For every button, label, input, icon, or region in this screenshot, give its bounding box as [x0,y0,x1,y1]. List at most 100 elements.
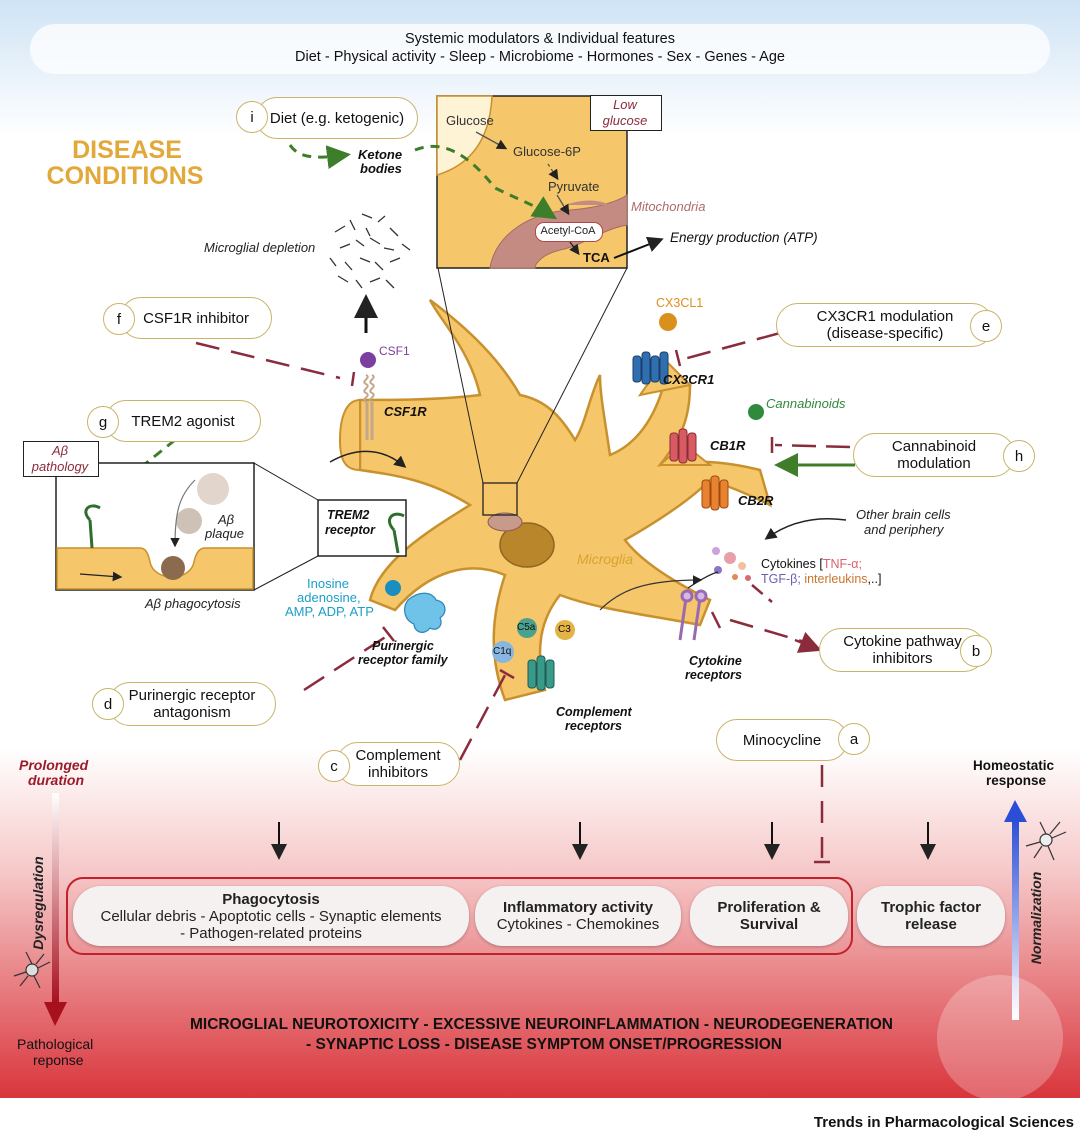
cytokines-prefix: Cytokines [ [761,557,823,571]
journal-footer: Trends in Pharmacological Sciences [813,1114,1074,1131]
letter-b-badge: b [960,635,992,667]
ketone-bodies-label-1: Ketone [358,147,403,162]
letter-h-badge: h [1003,440,1035,472]
inflammatory-line: Cytokines - Chemokines [496,916,660,933]
letter-c-badge: c [318,750,350,782]
intervention-trem2-label: TREM2 agonist [131,412,235,430]
intervention-cannabinoid-modulation: Cannabinoid modulation [853,433,1015,477]
abeta-plaque-label-1: Aβ [218,512,235,527]
microglia-process-top [370,215,430,300]
c1q-ligand [492,641,514,663]
complement-receptors-label-2: receptors [565,719,622,733]
cytokine-interleukins: interleukins [804,572,868,586]
cytokine-receptors-shape [678,589,708,641]
intervention-minocycline: Minocycline [716,719,848,761]
header-subtitle: Diet - Physical activity - Sleep - Micro… [295,49,785,65]
complement-receptors-label-1: Complement [556,705,632,719]
pyruvate-label: Pyruvate [548,179,600,194]
energy-production-label: Energy production (ATP) [670,230,818,245]
zoom-square [482,482,518,516]
acetyl-coa-pill [535,222,603,242]
trem2-box [317,499,407,557]
homeostatic-microglia-icon [1025,821,1067,861]
intervention-purinergic-line1: Purinergic receptor [128,687,256,704]
intervention-cx3cr1-line2: (disease-specific) [826,325,944,342]
intervention-cx3cr1-modulation: CX3CR1 modulation (disease-specific) [776,303,994,347]
inhibition-lines [195,331,851,864]
cx3cr1-label: CX3CR1 [663,372,715,387]
trem2-receptor-label-1: TREM2 [327,508,370,522]
purinergic-label-2: receptor family [358,653,448,667]
cx3cr1-receptor [632,351,669,385]
intervention-csf1r-label: CSF1R inhibitor [143,309,249,327]
abeta-pathology-label-1: Aβ [51,443,69,458]
phagocytosis-line1: Cellular debris - Apoptotic cells - Syna… [100,907,442,925]
pathological-label-1: Pathological [17,1036,94,1052]
trem2-receptor-label-2: receptor [325,523,376,537]
microglial-depletion-label: Microglial depletion [204,240,316,255]
low-glucose-box [590,95,662,131]
csf1r-label: CSF1R [384,404,427,419]
proliferation-line1: Proliferation & [717,899,821,916]
intervention-csf1r-inhibitor: CSF1R inhibitor [120,297,272,339]
abeta-pathology-label-2: pathology [31,459,89,474]
c1q-label: C1q [493,646,512,657]
microglia-process-left [338,398,361,472]
intervention-cytokine-line1: Cytokine pathway [843,633,962,650]
other-cells-label-2: and periphery [864,522,944,537]
watermark-logo [937,975,1063,1101]
tca-label: TCA [583,250,610,265]
csf1-label: CSF1 [379,344,410,358]
intervention-cannabinoid-line1: Cannabinoid [891,438,977,455]
cytokines-suffix: ,..] [867,572,882,586]
intervention-complement-line2: inhibitors [367,764,429,781]
purines-label-3: AMP, ADP, ATP [285,604,374,619]
inflammatory-title: Inflammatory activity [502,899,654,916]
microglia-nucleus [499,522,555,568]
c3-label: C3 [558,624,571,635]
trophic-pill: Trophic factor release [857,886,1005,946]
dysregulated-functions-box [66,877,853,955]
intervention-complement-line1: Complement [355,747,441,764]
letter-i-badge: i [236,101,268,133]
proliferation-line2: Survival [739,916,799,933]
letter-e-badge: e [970,310,1002,342]
cytokine-receptors-label-2: receptors [685,668,742,682]
microglia-label: Microglia [577,551,634,567]
csf1-ligand [360,352,376,368]
cb1r-label: CB1R [710,438,746,453]
header-title: Systemic modulators & Individual feature… [405,31,675,47]
phagocytosis-title: Phagocytosis [222,890,320,908]
abeta-plaque-cloud [197,473,229,505]
purine-ligand [385,580,401,596]
abeta-engulfed [161,556,185,580]
c3-ligand [555,620,575,640]
letter-a-badge: a [838,723,870,755]
inflammatory-pill: Inflammatory activity Cytokines - Chemok… [475,886,681,946]
acetyl-coa-label: Acetyl-CoA [540,225,596,237]
purinergic-receptor [404,592,446,633]
intervention-purinergic-line2: antagonism [153,704,231,721]
microglia-mitochondrion [487,512,523,532]
dysregulation-label: Dysregulation [30,856,46,950]
cb2r-label: CB2R [738,493,774,508]
intervention-purinergic-antagonism: Purinergic receptor antagonism [108,682,276,726]
abeta-plaque-label-2: plaque [205,526,245,541]
intervention-cytokine-inhibitors: Cytokine pathway inhibitors [819,628,986,672]
dysregulated-microglia-icon [13,951,51,989]
microglial-depletion-fragments [329,213,411,289]
csf1r-receptor [363,374,375,440]
cytokine-dots [712,547,751,581]
intervention-diet: Diet (e.g. ketogenic) [256,97,418,139]
disease-conditions-label-2: CONDITIONS [46,162,204,190]
cb2r-receptor [701,475,729,511]
purines-label-2: adenosine, [297,590,361,605]
letter-d-badge: d [92,688,124,720]
cytokines-line-2: TGF-β; interleukins,..] [761,572,881,586]
cx3cl1-ligand [659,313,677,331]
cytokine-tgf: TGF-β; [761,572,801,586]
low-glucose-label-1: Low [613,97,637,112]
intervention-trem2-agonist: TREM2 agonist [105,400,261,442]
cb1r-receptor [669,428,697,464]
